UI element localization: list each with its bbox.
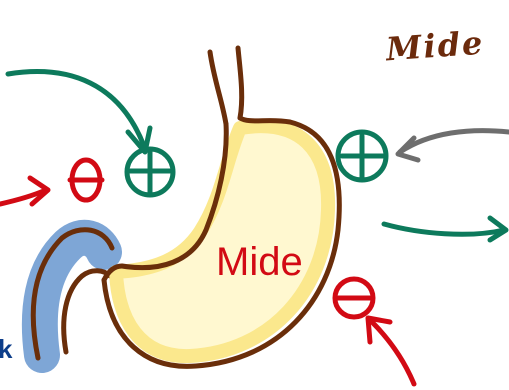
plus-circle-icon — [127, 149, 173, 195]
esophagus-left — [210, 52, 226, 124]
stimulus-arrow-right — [384, 224, 504, 234]
label-stomach-center: Mide — [216, 242, 303, 282]
theta-symbol — [70, 160, 102, 200]
esophagus-right — [238, 48, 242, 118]
label-top-right: Mide — [385, 27, 485, 66]
inhibit-arrow-bottom — [372, 322, 414, 384]
minus-circle-icon — [335, 279, 373, 317]
plus-circle-icon — [338, 132, 386, 180]
label-left-edge: k — [0, 336, 12, 362]
stimulus-arrow-top-left — [8, 72, 144, 146]
neutral-arrow-right — [400, 131, 509, 152]
